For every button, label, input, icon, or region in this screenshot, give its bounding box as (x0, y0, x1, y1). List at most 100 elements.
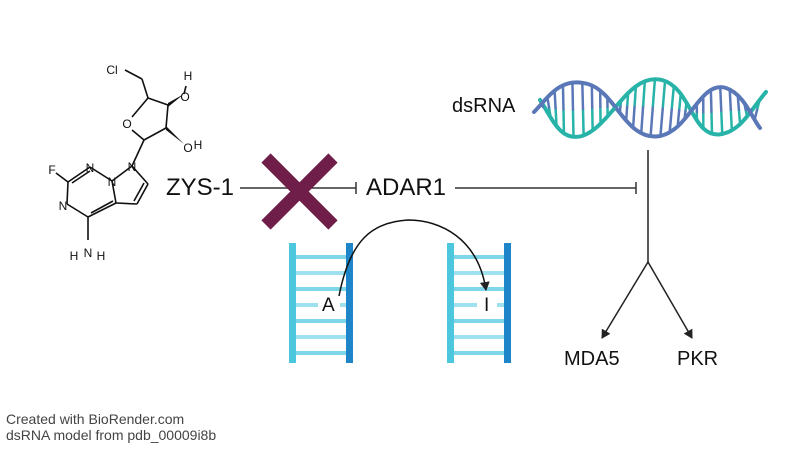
helix-rung (571, 81, 575, 111)
helix-rung (753, 108, 759, 121)
base-pair-rung (454, 319, 504, 323)
atom-h-top: H (184, 69, 193, 83)
base-pair-rung (296, 271, 346, 275)
helix-rung (631, 105, 636, 129)
helix-rung (668, 108, 673, 134)
bond (141, 78, 149, 99)
helix-rung (624, 105, 629, 122)
zys1-structure (55, 69, 187, 240)
helix-rung (670, 85, 676, 111)
arrow-to-mda5 (601, 261, 649, 339)
label-mda5: MDA5 (564, 348, 620, 370)
atom-o-top: O (180, 90, 189, 104)
credits: Created with BioRender.com dsRNA model f… (6, 411, 216, 443)
helix-rung (539, 103, 545, 109)
helix-rung (755, 98, 761, 112)
base-pair-rung (454, 271, 504, 275)
base-pair-rung (296, 255, 346, 259)
atom-labels: Cl O H O O H N N N N F N H H (48, 63, 202, 263)
helix-rung (659, 107, 664, 138)
bond (147, 97, 169, 106)
base-pair-rung (454, 255, 504, 259)
base-pair-rung (296, 335, 346, 339)
bond (87, 202, 117, 218)
atom-nh2-n: N (84, 246, 93, 260)
base-pair-rung (296, 287, 346, 291)
helix-rung (618, 105, 622, 115)
helix-rung (718, 85, 723, 112)
bond (90, 200, 114, 214)
bond (71, 170, 91, 184)
bond (131, 139, 145, 167)
helix-rung (581, 81, 585, 111)
bond (133, 182, 145, 202)
helix-rung (729, 108, 734, 132)
wedge-bond (166, 126, 184, 144)
base-i-label: I (484, 295, 490, 316)
arrow-to-pkr (647, 261, 693, 339)
helix-rung (639, 105, 645, 135)
atom-h-bottom: H (194, 138, 203, 152)
base-pair-rung (454, 287, 504, 291)
cross-mark (261, 153, 338, 230)
signal-branch (601, 150, 693, 339)
bond (124, 69, 143, 80)
strand-right (346, 243, 353, 363)
atom-n9: N (128, 160, 137, 174)
base-pair-rung (296, 351, 346, 355)
dsrna-helix (532, 77, 768, 139)
label-pkr: PKR (677, 348, 719, 370)
atom-o-bottom: O (183, 141, 192, 155)
label-adar1: ADAR1 (366, 174, 447, 201)
strand-left (447, 243, 454, 363)
label-dsrna: dsRNA (452, 95, 516, 117)
base-pair-rung (454, 335, 504, 339)
helix-rung (641, 79, 647, 109)
base-pair-rung (454, 351, 504, 355)
helix-rung (683, 109, 687, 121)
helix-rung (737, 108, 742, 126)
bond (89, 166, 113, 182)
helix-rung (625, 91, 630, 109)
bond (131, 97, 149, 118)
atom-h1: H (70, 249, 79, 263)
helix-rung (649, 106, 655, 138)
credit-pdb: dsRNA model from pdb_00009i8b (6, 427, 217, 443)
atom-cl: Cl (106, 63, 117, 77)
helix-rung (553, 89, 557, 110)
strand-left (289, 243, 296, 363)
helix-rung (651, 77, 657, 109)
base-i-background (477, 294, 497, 316)
helix-rung (684, 101, 688, 113)
bond (66, 203, 89, 218)
bond (136, 183, 149, 205)
bond (183, 85, 187, 95)
helix-rung (742, 101, 747, 111)
credit-biorender: Created with BioRender.com (6, 411, 185, 427)
bond (131, 165, 149, 185)
bond (55, 172, 69, 183)
helix-rung (571, 108, 575, 139)
bond (111, 165, 133, 182)
helix-rung (710, 110, 714, 135)
wedge-bond (168, 94, 184, 107)
helix-rung (547, 106, 552, 119)
helix-rung (581, 107, 585, 137)
atom-n7: N (108, 175, 117, 189)
atom-n3: N (86, 161, 95, 175)
base-pair-rung (296, 319, 346, 323)
bond (66, 181, 69, 205)
atom-o-ring: O (122, 117, 131, 131)
helix-rung (554, 107, 558, 128)
helix-rung (736, 94, 741, 111)
helix-rung (546, 96, 551, 109)
bond (143, 127, 167, 141)
base-a-label: A (322, 295, 335, 316)
bond (165, 104, 169, 129)
label-zys1: ZYS-1 (166, 174, 235, 201)
helix-rung (676, 108, 681, 128)
helix-rung (661, 79, 667, 110)
base-a-background (318, 294, 340, 316)
helix-rung (728, 88, 733, 112)
strand-right (504, 243, 511, 363)
